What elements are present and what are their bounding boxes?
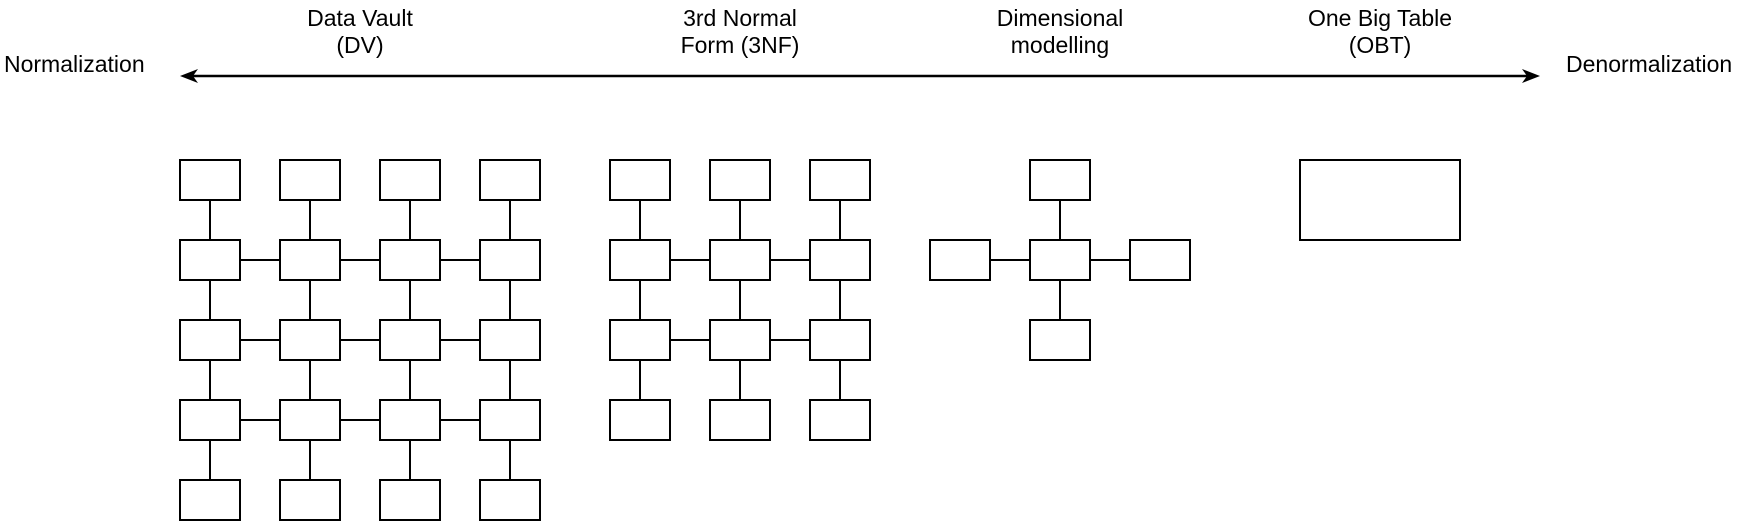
axis-left-label: Normalization: [4, 51, 145, 77]
data-vault-table-box: [179, 479, 241, 521]
data-vault-table-box: [379, 479, 441, 521]
data-vault-table-box: [379, 239, 441, 281]
data-vault-table-box: [479, 159, 541, 201]
third-normal-form-label-line2: Form (3NF): [681, 32, 800, 58]
dimensional-modelling-table-box: [1129, 239, 1191, 281]
dimensional-modelling-table-box: [1029, 239, 1091, 281]
data-vault-table-box: [279, 399, 341, 441]
spectrum-arrowhead-right: [1522, 69, 1540, 83]
data-vault-table-box: [379, 159, 441, 201]
third-normal-form-table-box: [609, 159, 671, 201]
dimensional-modelling-table-box: [1029, 319, 1091, 361]
schema-diagrams: [179, 159, 1461, 521]
data-vault-table-box: [479, 479, 541, 521]
data-vault-table-box: [279, 159, 341, 201]
spectrum-arrow: [180, 69, 1540, 83]
third-normal-form-table-box: [809, 159, 871, 201]
dimensional-modelling-table-box: [1029, 159, 1091, 201]
dimensional-modelling-table-box: [929, 239, 991, 281]
one-big-table-label-line1: One Big Table: [1308, 5, 1452, 31]
one-big-table-label-line2: (OBT): [1349, 32, 1412, 58]
data-vault-table-box: [179, 159, 241, 201]
data-vault-label-line1: Data Vault: [307, 5, 413, 31]
dimensional-modelling-schema: [929, 159, 1191, 361]
third-normal-form-table-box: [809, 239, 871, 281]
third-normal-form-table-box: [609, 239, 671, 281]
data-vault-table-box: [479, 239, 541, 281]
data-vault-table-box: [479, 319, 541, 361]
dimensional-modelling-label-line2: modelling: [1011, 32, 1109, 58]
data-vault-table-box: [279, 239, 341, 281]
data-vault-label-line2: (DV): [336, 32, 383, 58]
third-normal-form-table-box: [709, 239, 771, 281]
spectrum-arrowhead-left: [180, 69, 198, 83]
one-big-table-table-box: [1299, 159, 1461, 241]
third-normal-form-label-line1: 3rd Normal: [683, 5, 797, 31]
one-big-table-schema: [1299, 159, 1461, 241]
data-vault-table-box: [279, 479, 341, 521]
data-vault-schema: [179, 159, 541, 521]
third-normal-form-table-box: [609, 399, 671, 441]
dimensional-modelling-label-line1: Dimensional: [997, 5, 1124, 31]
data-vault-table-box: [179, 319, 241, 361]
data-vault-table-box: [479, 399, 541, 441]
data-vault-table-box: [179, 399, 241, 441]
axis-right-label: Denormalization: [1566, 51, 1732, 77]
data-vault-table-box: [379, 319, 441, 361]
third-normal-form-table-box: [809, 399, 871, 441]
data-vault-table-box: [179, 239, 241, 281]
data-vault-table-box: [379, 399, 441, 441]
third-normal-form-table-box: [709, 319, 771, 361]
third-normal-form-table-box: [709, 399, 771, 441]
third-normal-form-schema: [609, 159, 871, 441]
data-vault-table-box: [279, 319, 341, 361]
third-normal-form-table-box: [709, 159, 771, 201]
approach-labels: Data Vault (DV) 3rd Normal Form (3NF) Di…: [307, 5, 1452, 58]
third-normal-form-table-box: [809, 319, 871, 361]
third-normal-form-table-box: [609, 319, 671, 361]
